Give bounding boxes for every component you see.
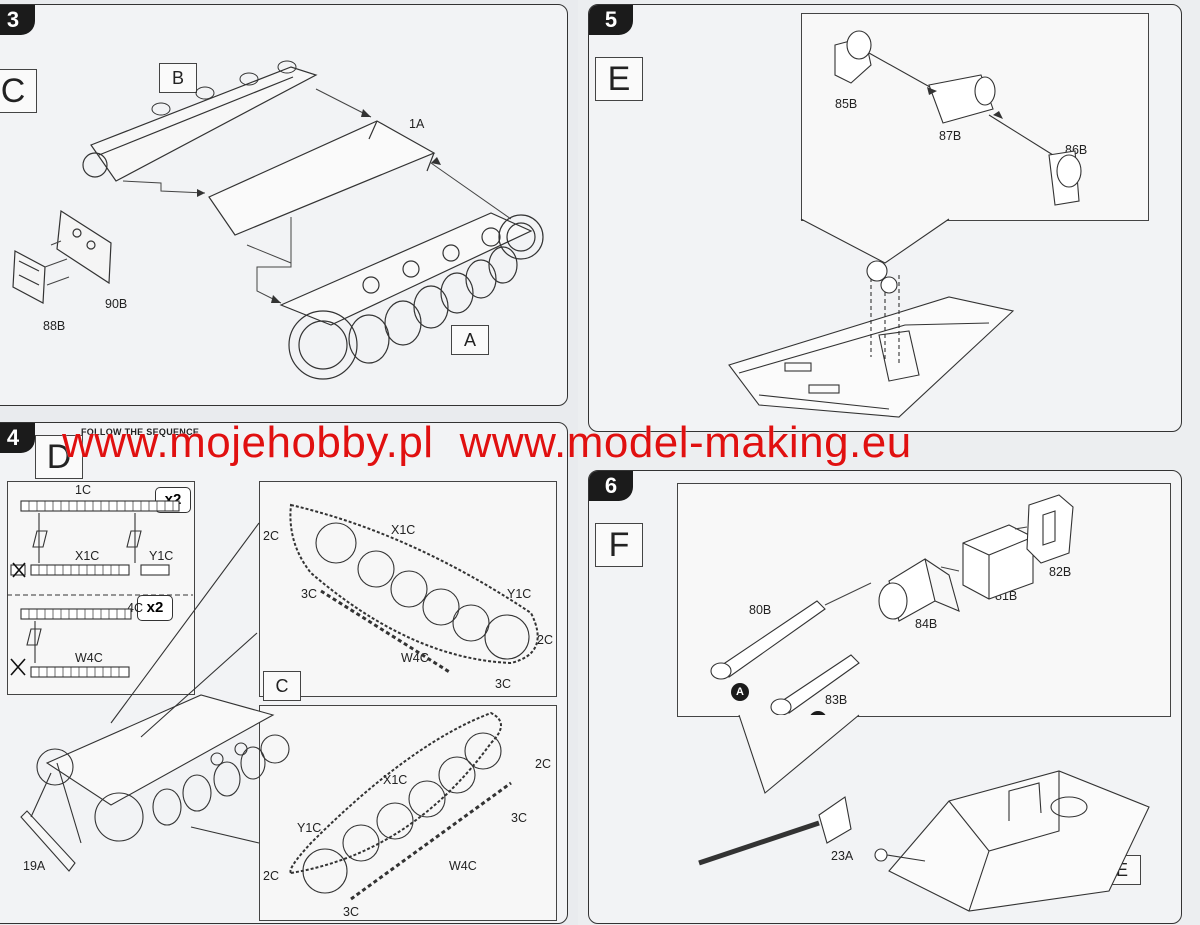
part-87b-label: 87B	[939, 129, 962, 143]
step-6-letter: F	[595, 523, 643, 567]
step-4-panel: 4 FOLLOW THE SEQUENCE D 1C x2 X1C Y1C x2…	[0, 422, 568, 924]
step-6-badge: 6	[589, 471, 633, 501]
lower-3c-bottom: 3C	[343, 905, 359, 919]
lower-w4c: W4C	[449, 859, 477, 873]
step-5-badge: 5	[589, 5, 633, 35]
upper-2c-right: 2C	[537, 633, 553, 647]
step-3-badge: 3	[0, 5, 35, 35]
step-3-tag-a: A	[451, 325, 489, 355]
part-81b-label: 81B	[995, 589, 1018, 603]
upper-3c-left: 3C	[301, 587, 317, 601]
step-5-panel: 5 E 85B 87B 86B 35A	[588, 4, 1182, 432]
part-83b-label: 83B	[825, 693, 848, 707]
track-y1c-label: Y1C	[149, 549, 174, 563]
marker-a-2: A	[809, 711, 827, 729]
step-4-tag-c: C	[263, 671, 301, 701]
watermark-site-1[interactable]: www.mojehobby.pl	[62, 418, 434, 467]
step-6-panel: 6 F 80B 84B 81B 82B 83B 23A A A E	[588, 470, 1182, 924]
step-3-tag-b: B	[159, 63, 197, 93]
upper-w4c: W4C	[401, 651, 429, 665]
part-84b-label: 84B	[915, 617, 938, 631]
follow-sequence-note: FOLLOW THE SEQUENCE	[81, 427, 200, 437]
part-85b-label: 85B	[835, 97, 858, 111]
upper-y1c: Y1C	[507, 587, 532, 601]
part-35a-label: 35A	[967, 315, 990, 329]
marker-a-1: A	[731, 683, 749, 701]
step-4-badge: 4	[0, 423, 35, 453]
step-6-detail-box	[677, 483, 1171, 717]
part-23a-label: 23A	[831, 849, 854, 863]
lower-x1c: X1C	[383, 773, 408, 787]
track-4c-label: 4C	[127, 601, 143, 615]
multiplier-x2-top: x2	[155, 487, 191, 513]
part-82b-label: 82B	[1049, 565, 1072, 579]
part-1a-label: 1A	[409, 117, 425, 131]
lower-2c-top: 2C	[535, 757, 551, 771]
step-3-panel: 3 C B A 1A 90B 88B	[0, 4, 568, 406]
step-5-detail-box	[801, 13, 1149, 221]
part-19a-label: 19A	[23, 859, 46, 873]
step-6-tag-e: E	[1103, 855, 1141, 885]
watermark: www.mojehobby.pl www.model-making.eu	[62, 418, 1182, 468]
step-3-letter: C	[0, 69, 37, 113]
track-1c-label: 1C	[75, 483, 91, 497]
part-86b-label: 86B	[1065, 143, 1088, 157]
watermark-site-2[interactable]: www.model-making.eu	[459, 418, 912, 467]
lower-y1c: Y1C	[297, 821, 322, 835]
part-88b-label: 88B	[43, 319, 66, 333]
lower-2c-left: 2C	[263, 869, 279, 883]
step-4-letter: D	[35, 435, 83, 479]
track-w4c-label: W4C	[75, 651, 103, 665]
track-x1c-label: X1C	[75, 549, 100, 563]
step-5-letter: E	[595, 57, 643, 101]
part-80b-label: 80B	[749, 603, 772, 617]
upper-3c-right: 3C	[495, 677, 511, 691]
upper-2c-left: 2C	[263, 529, 279, 543]
lower-3c-right: 3C	[511, 811, 527, 825]
part-90b-label: 90B	[105, 297, 128, 311]
upper-x1c: X1C	[391, 523, 416, 537]
